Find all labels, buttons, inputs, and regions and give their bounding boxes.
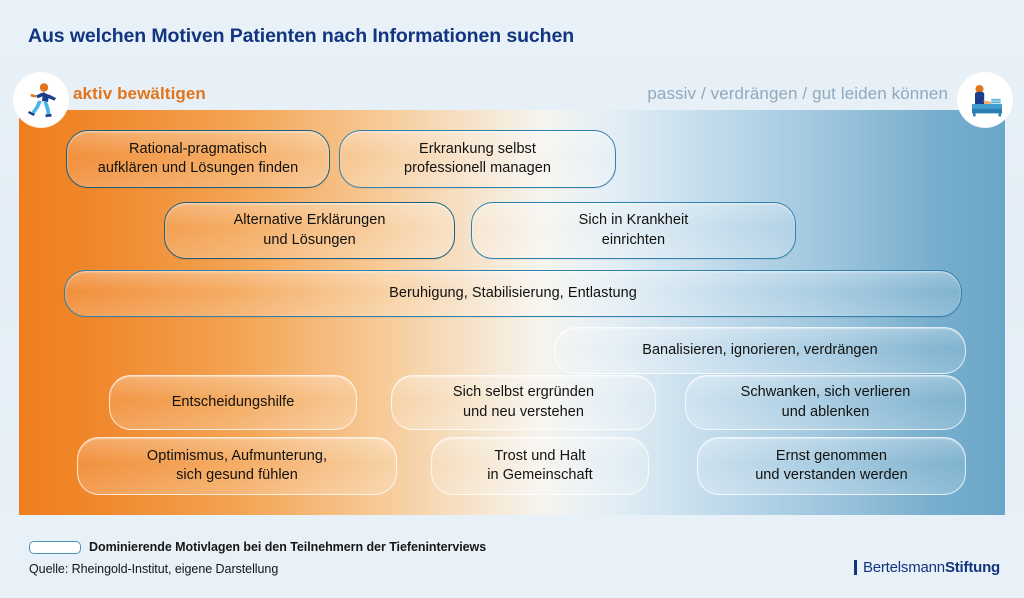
page-title: Aus welchen Motiven Patienten nach Infor… (28, 25, 575, 47)
header-label-passive: passiv / verdrängen / gut leiden können (647, 84, 948, 103)
motive-box-entscheidungshilfe: Entscheidungshilfe (109, 375, 357, 430)
logo-text-part2: Stiftung (944, 559, 1000, 576)
motive-box-label: Beruhigung, Stabilisierung, Entlastung (389, 284, 637, 301)
source-note: Quelle: Rheingold-Institut, eigene Darst… (29, 562, 279, 576)
legend-label-dominant: Dominierende Motivlagen bei den Teilnehm… (89, 540, 487, 554)
motive-box-beruhigung: Beruhigung, Stabilisierung, Entlastung (64, 270, 962, 317)
logo-text: BertelsmannStiftung (863, 559, 1000, 576)
running-person-icon (14, 73, 68, 127)
legend: Dominierende Motivlagen bei den Teilnehm… (29, 540, 486, 554)
motive-box-banalisieren: Banalisieren, ignorieren, verdrängen (554, 327, 966, 374)
header-label-active: aktiv bewältigen (73, 84, 206, 103)
motive-box-label: Optimismus, Aufmunterung,sich gesund füh… (146, 447, 328, 483)
person-resting-on-bed-icon (958, 73, 1012, 127)
bertelsmann-stiftung-logo: BertelsmannStiftung (853, 559, 1000, 576)
legend-swatch-dominant (29, 540, 81, 554)
motive-box-label: Entscheidungshilfe (171, 393, 295, 410)
motive-box-optimismus: Optimismus, Aufmunterung,sich gesund füh… (77, 437, 397, 495)
motive-box-label: Banalisieren, ignorieren, verdrängen (642, 341, 878, 358)
logo-bar-icon (853, 560, 857, 575)
logo-text-part1: Bertelsmann (862, 559, 945, 576)
